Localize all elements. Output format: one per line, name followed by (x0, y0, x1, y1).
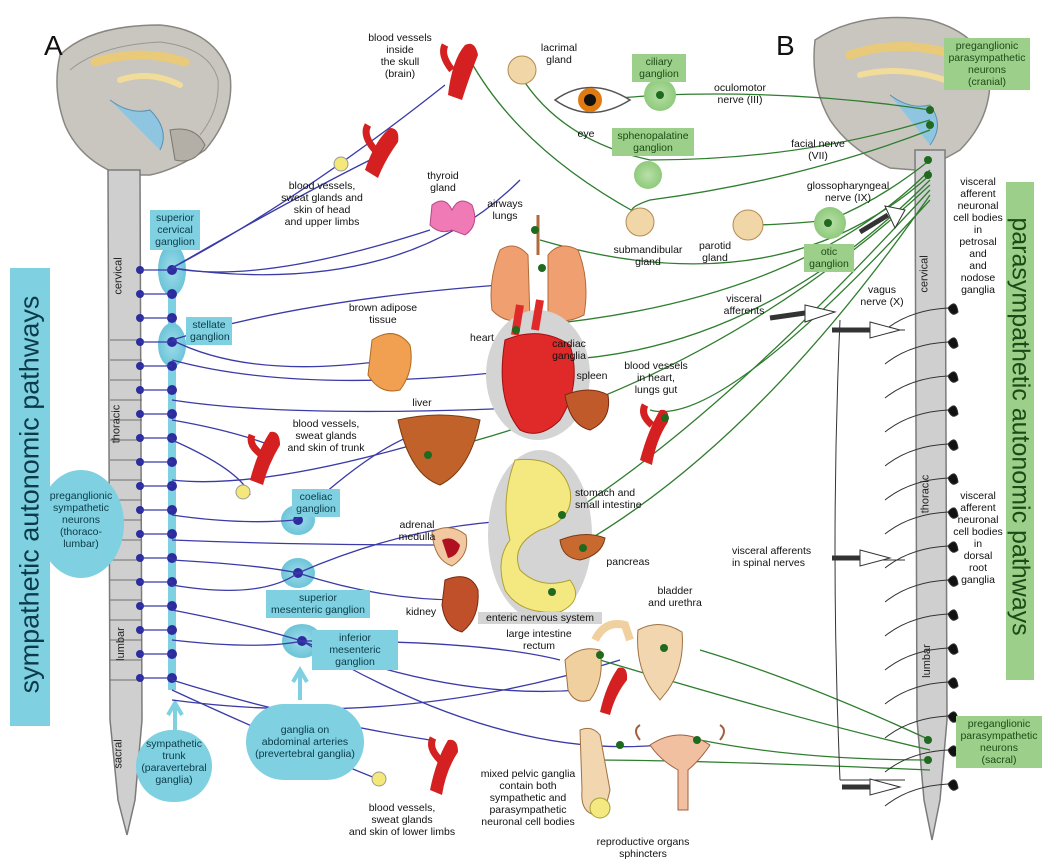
label-enteric: enteric nervous system (478, 612, 602, 624)
dorsal-root-ganglion (948, 304, 958, 314)
label-pancreas: pancreas (598, 556, 658, 568)
label-airways: airways lungs (480, 198, 530, 222)
label-thyroid: thyroid gland (418, 170, 468, 194)
spine-label-cervical-right: cervical (919, 255, 931, 292)
label-mixed-pelvic: mixed pelvic ganglia contain both sympat… (466, 768, 590, 828)
spine-label-lumbar: lumbar (115, 627, 127, 661)
label-reproductive: reproductive organs sphincters (584, 836, 702, 860)
label-liver: liver (402, 397, 442, 409)
label-adrenal: adrenal medulla (392, 519, 442, 543)
label-spleen: spleen (570, 370, 614, 382)
label-cardiac-ganglia: cardiac ganglia (544, 338, 594, 362)
dorsal-root-ganglion (948, 780, 958, 790)
dorsal-root-ganglion (948, 678, 958, 688)
label-blood-vessels-head: blood vessels, sweat glands and skin of … (272, 180, 372, 228)
brain-left (57, 25, 231, 175)
dorsal-root-ganglion (948, 372, 958, 382)
spine-label-thoracic: thoracic (110, 405, 122, 444)
superior-mesenteric-ganglion-box: superior mesenteric ganglion (266, 590, 370, 618)
sympathetic-trunk-box: sympathetic trunk (paravertebral ganglia… (136, 730, 212, 802)
label-facial: facial nerve (VII) (788, 138, 848, 162)
sphenopalatine-ganglion-box: sphenopalatine ganglion (612, 128, 694, 156)
preganglionic-cranial-box: preganglionic parasympathetic neurons (c… (944, 38, 1030, 90)
preganglionic-sacral-box: preganglionic parasympathetic neurons (s… (956, 716, 1042, 768)
prevertebral-ganglia-box: ganglia on abdominal arteries (preverteb… (246, 704, 364, 780)
otic-ganglion-box: otic ganglion (804, 244, 854, 272)
dorsal-root-ganglion (948, 406, 958, 416)
label-large-intestine: large intestine rectum (494, 628, 584, 652)
label-blood-vessels-lower: blood vessels, sweat glands and skin of … (340, 802, 464, 838)
label-bladder: bladder and urethra (640, 585, 710, 609)
label-visceral-spinal: visceral afferent neuronal cell bodies i… (948, 490, 1008, 586)
label-visceral-cranial: visceral afferent neuronal cell bodies i… (948, 176, 1008, 296)
dorsal-root-ganglion (948, 610, 958, 620)
label-parotid: parotid gland (695, 240, 735, 264)
sympathetic-title: sympathetic autonomic pathways (15, 267, 46, 723)
label-glossopharyngeal: glossopharyngeal nerve (IX) (800, 180, 896, 204)
dorsal-root-ganglion (948, 474, 958, 484)
label-eye: eye (566, 128, 606, 140)
label-vagus: vagus nerve (X) (852, 284, 912, 308)
dorsal-root-ganglion (948, 644, 958, 654)
preganglionic-sympathetic-box: preganglionic sympathetic neurons (thora… (38, 470, 124, 578)
ciliary-ganglion-box: ciliary ganglion (632, 54, 686, 82)
label-brown-adipose: brown adipose tissue (338, 302, 428, 326)
label-blood-vessels-brain: blood vessels inside the skull (brain) (362, 32, 438, 80)
inferior-mesenteric-ganglion-box: inferior mesenteric ganglion (312, 630, 398, 670)
label-lacrimal: lacrimal gland (534, 42, 584, 66)
label-submandibular: submandibular gland (606, 244, 690, 268)
label-blood-vessels-heart: blood vessels in heart, lungs gut (616, 360, 696, 396)
label-oculomotor: oculomotor nerve (III) (700, 82, 780, 106)
label-heart: heart (462, 332, 502, 344)
dorsal-root-ganglion (948, 440, 958, 450)
superior-cervical-ganglion-box: superior cervical ganglion (150, 210, 200, 250)
panel-label-b: B (776, 30, 795, 62)
stellate-ganglion-box: stellate ganglion (186, 317, 232, 345)
label-kidney: kidney (398, 606, 444, 618)
coeliac-ganglion-box: coeliac ganglion (292, 489, 340, 517)
label-stomach: stomach and small intestine (575, 487, 671, 511)
spine-label-sacral: sacral (113, 739, 125, 768)
panel-label-a: A (44, 30, 63, 62)
spine-label-cervical: cervical (113, 257, 125, 294)
label-visceral-afferents: visceral afferents (716, 293, 772, 317)
spine-label-thoracic-right: thoracic (919, 475, 931, 514)
label-blood-vessels-trunk: blood vessels, sweat glands and skin of … (278, 418, 374, 454)
parasympathetic-title: parasympathetic autonomic pathways (1006, 179, 1035, 675)
spine-label-lumbar-right: lumbar (921, 644, 933, 678)
dorsal-root-ganglion (948, 338, 958, 348)
label-visceral-afferents-spinal: visceral afferents in spinal nerves (732, 545, 832, 569)
